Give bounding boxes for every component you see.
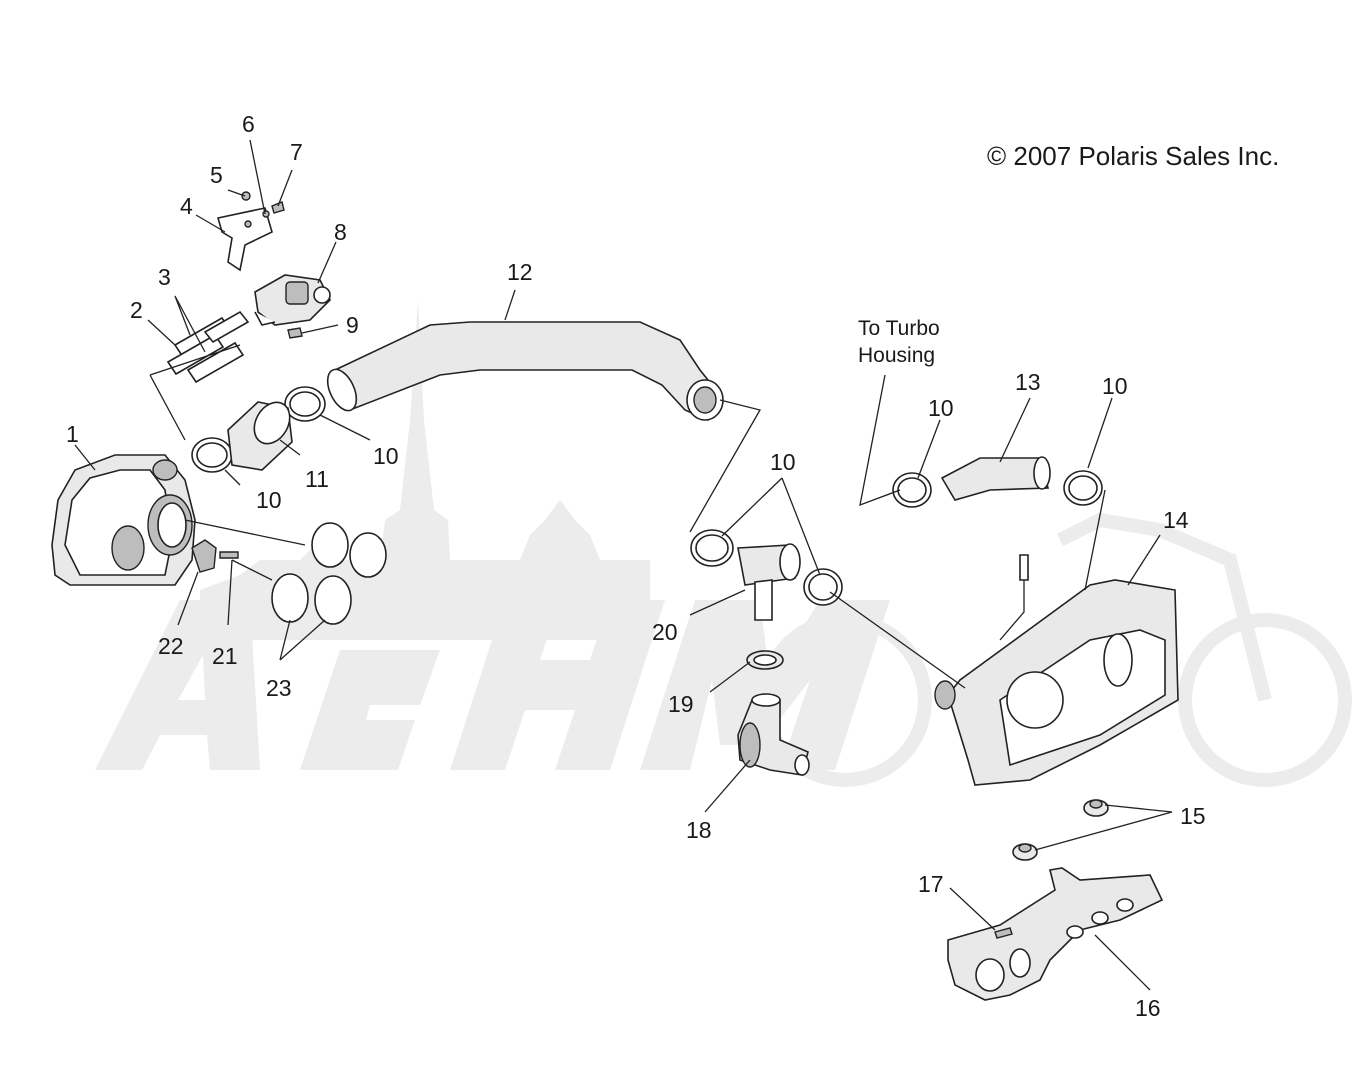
part-12-intake-tube (326, 321, 724, 422)
part-4-bracket (216, 207, 273, 272)
callout-14: 14 (1163, 507, 1189, 533)
part-19-ring (746, 650, 784, 670)
callout-12: 12 (507, 259, 533, 285)
part-14-intercooler (934, 554, 1179, 786)
callout-9: 9 (346, 312, 359, 338)
part-21-22-sensor (191, 539, 239, 573)
copyright-text: © 2007 Polaris Sales Inc. (987, 141, 1279, 171)
callout-5: 5 (210, 162, 223, 188)
callouts: 1 2 3 4 5 6 7 8 9 10 10 10 10 10 10 11 1… (66, 111, 1206, 1021)
callout-20: 20 (652, 619, 678, 645)
note-line-2: Housing (858, 344, 935, 367)
callout-17: 17 (918, 871, 944, 897)
callout-19: 19 (668, 691, 694, 717)
part-9-bolt (287, 327, 303, 339)
callout-18: 18 (686, 817, 712, 843)
callout-10a: 10 (373, 443, 399, 469)
part-15-grommets (1012, 799, 1109, 861)
callout-1: 1 (66, 421, 79, 447)
leader-lines (74, 139, 1173, 991)
callout-10b: 10 (256, 487, 282, 513)
callout-4: 4 (180, 193, 193, 219)
part-17-pin (994, 927, 1013, 939)
callout-8: 8 (334, 219, 347, 245)
callout-16: 16 (1135, 995, 1161, 1021)
callout-3: 3 (158, 264, 171, 290)
callout-10d: 10 (928, 395, 954, 421)
part-16-bracket (947, 867, 1164, 1001)
part-8-valve (254, 274, 331, 326)
callout-13: 13 (1015, 369, 1041, 395)
part-13-hose (940, 456, 1051, 501)
part-20-tee (737, 543, 801, 621)
callout-11: 11 (305, 466, 329, 492)
callout-10c: 10 (770, 449, 796, 475)
callout-15: 15 (1180, 803, 1206, 829)
callout-21: 21 (212, 643, 238, 669)
part-11-coupler (227, 401, 293, 471)
callout-7: 7 (290, 139, 303, 165)
part-18-elbow (737, 693, 810, 776)
callout-10e: 10 (1102, 373, 1128, 399)
note-line-1: To Turbo (858, 317, 940, 340)
callout-23: 23 (266, 675, 292, 701)
part-23-clamps (271, 522, 387, 625)
watermark (95, 300, 1352, 787)
callout-22: 22 (158, 633, 184, 659)
callout-6: 6 (242, 111, 255, 137)
part-10-clamps (191, 386, 1103, 606)
callout-2: 2 (130, 297, 143, 323)
part-1-housing (51, 454, 196, 586)
